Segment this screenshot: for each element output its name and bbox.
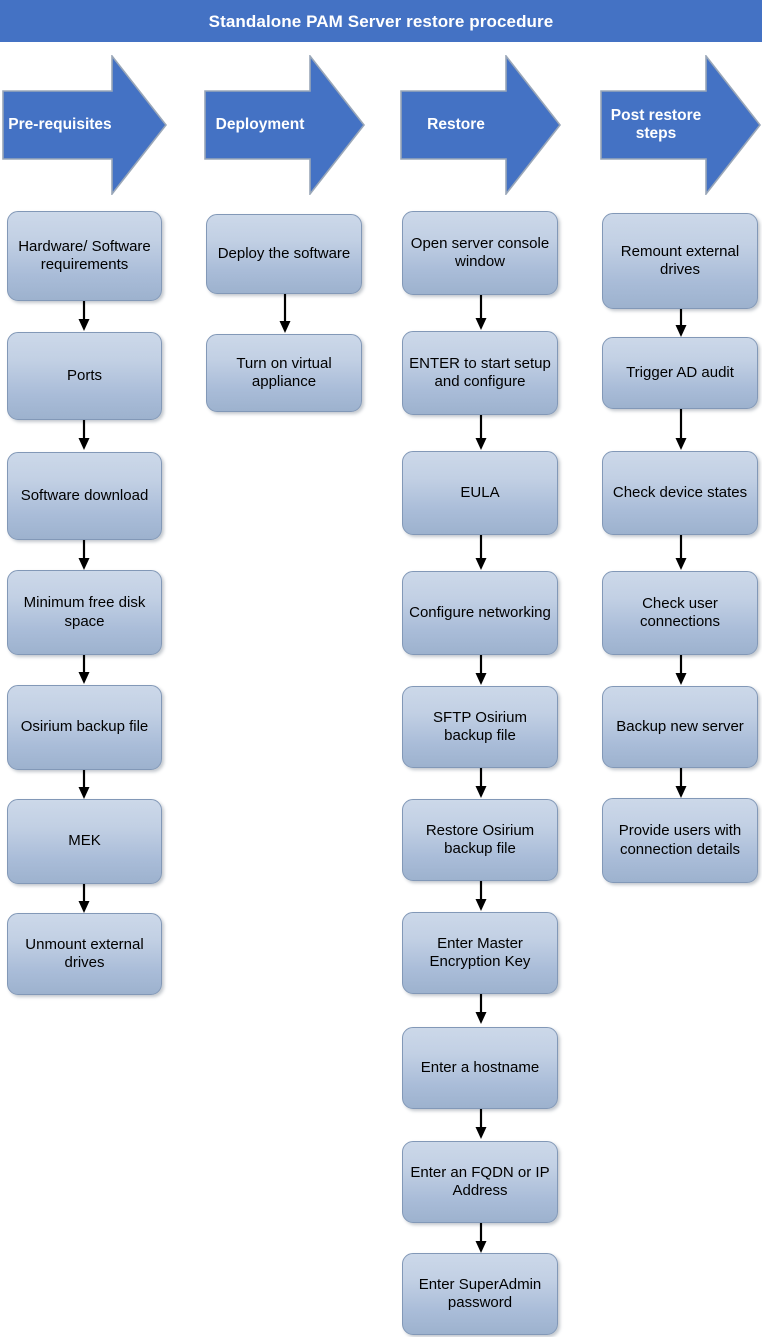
connector-arrow <box>473 768 489 799</box>
node-minimum-free-disk-space[interactable]: Minimum free disk space <box>7 570 162 655</box>
node-software-download[interactable]: Software download <box>7 452 162 540</box>
node-enter-to-start-setup[interactable]: ENTER to start setup and configure <box>402 331 558 415</box>
connector-arrow <box>473 994 489 1025</box>
node-label: Enter an FQDN or IP Address <box>410 1163 550 1199</box>
connector-arrow <box>673 409 689 451</box>
node-label: Check user connections <box>639 594 721 630</box>
diagram-title: Standalone PAM Server restore procedure <box>208 11 554 31</box>
node-enter-a-hostname[interactable]: Enter a hostname <box>402 1027 558 1109</box>
connector-arrow <box>473 881 489 912</box>
node-label: Open server console window <box>410 234 550 270</box>
connector-arrow <box>473 1223 489 1254</box>
connector-arrow <box>473 1109 489 1140</box>
connector-arrow <box>473 655 489 686</box>
node-remount-external-drives[interactable]: Remount external drives <box>602 213 758 309</box>
phase-banner-label-text: Post restore steps <box>610 107 702 142</box>
node-label: Check device states <box>612 483 748 501</box>
node-provide-users-with-connection-details[interactable]: Provide users with connection details <box>602 798 758 883</box>
node-enter-master-encryption-key[interactable]: Enter Master Encryption Key <box>402 912 558 994</box>
connector-arrow <box>76 540 92 571</box>
connector-arrow <box>473 535 489 571</box>
node-unmount-external-drives[interactable]: Unmount external drives <box>7 913 162 995</box>
connector-arrow <box>673 768 689 799</box>
node-configure-networking[interactable]: Configure networking <box>402 571 558 655</box>
node-label: ENTER to start setup and configure <box>409 354 551 390</box>
connector-arrow <box>76 655 92 685</box>
node-deploy-the-software[interactable]: Deploy the software <box>206 214 362 294</box>
node-open-server-console-window[interactable]: Open server console window <box>402 211 558 295</box>
connector-arrow <box>76 884 92 914</box>
phase-banner-post-restore-steps: Post restore steps <box>600 55 762 195</box>
connector-arrow <box>673 535 689 571</box>
node-label: Deploy the software <box>217 244 351 262</box>
node-mek[interactable]: MEK <box>7 799 162 884</box>
phase-banner-label: Deployment <box>215 116 305 134</box>
connector-arrow <box>473 295 489 331</box>
node-label: MEK <box>68 832 101 850</box>
node-ports[interactable]: Ports <box>7 332 162 420</box>
node-label: Restore Osirium backup file <box>425 821 535 857</box>
node-enter-superadmin-password[interactable]: Enter SuperAdmin password <box>402 1253 558 1335</box>
connector-arrow <box>673 655 689 686</box>
node-osirium-backup-file[interactable]: Osirium backup file <box>7 685 162 770</box>
diagram-title-banner: Standalone PAM Server restore procedure <box>0 0 762 42</box>
arrow-shape-icon <box>2 55 168 195</box>
phase-banner-label: Restore <box>427 116 485 134</box>
node-label: Minimum free disk space <box>23 594 146 630</box>
connector-arrow <box>277 294 293 334</box>
node-trigger-ad-audit[interactable]: Trigger AD audit <box>602 337 758 409</box>
node-label: Provide users with connection details <box>618 822 742 858</box>
node-eula[interactable]: EULA <box>402 451 558 535</box>
phase-banner-deployment: Deployment <box>204 55 366 195</box>
phase-banner-label: Post restore steps <box>606 99 706 151</box>
arrow-shape-icon <box>204 55 366 195</box>
node-check-user-connections[interactable]: Check user connections <box>602 571 758 655</box>
node-label: Enter a hostname <box>420 1058 540 1076</box>
connector-arrow <box>76 420 92 451</box>
node-restore-osirium-backup-file[interactable]: Restore Osirium backup file <box>402 799 558 881</box>
node-backup-new-server[interactable]: Backup new server <box>602 686 758 768</box>
node-check-device-states[interactable]: Check device states <box>602 451 758 535</box>
node-label: EULA <box>460 483 500 501</box>
arrow-shape-icon <box>400 55 562 195</box>
node-turn-on-virtual-appliance[interactable]: Turn on virtual appliance <box>206 334 362 412</box>
node-label: Trigger AD audit <box>626 363 734 381</box>
connector-arrow <box>473 415 489 451</box>
node-label: Turn on virtual appliance <box>236 354 332 390</box>
node-label: Unmount external drives <box>25 935 144 971</box>
node-label: Osirium backup file <box>20 718 149 736</box>
connector-arrow <box>673 309 689 338</box>
node-hardware-software-requirements[interactable]: Hardware/ Software requirements <box>7 211 162 301</box>
phase-banner-restore: Restore <box>400 55 562 195</box>
node-label: Enter SuperAdmin password <box>418 1275 542 1311</box>
node-sftp-osirium-backup-file[interactable]: SFTP Osirium backup file <box>402 686 558 768</box>
connector-arrow <box>76 301 92 332</box>
node-label: Remount external drives <box>620 242 740 278</box>
node-label: Software download <box>20 486 149 504</box>
connector-arrow <box>76 770 92 800</box>
phase-banner-label: Pre-requisites <box>8 116 112 134</box>
node-label: Hardware/ Software requirements <box>18 237 151 273</box>
arrow-shape-icon <box>600 55 762 195</box>
node-label: Backup new server <box>616 717 744 735</box>
node-enter-fqdn-or-ip-address[interactable]: Enter an FQDN or IP Address <box>402 1141 558 1223</box>
node-label: Enter Master Encryption Key <box>429 934 531 970</box>
node-label: Configure networking <box>409 603 551 621</box>
phase-banner-pre-requisites: Pre-requisites <box>2 55 168 195</box>
node-label: Ports <box>66 366 102 384</box>
node-label: SFTP Osirium backup file <box>433 708 527 744</box>
